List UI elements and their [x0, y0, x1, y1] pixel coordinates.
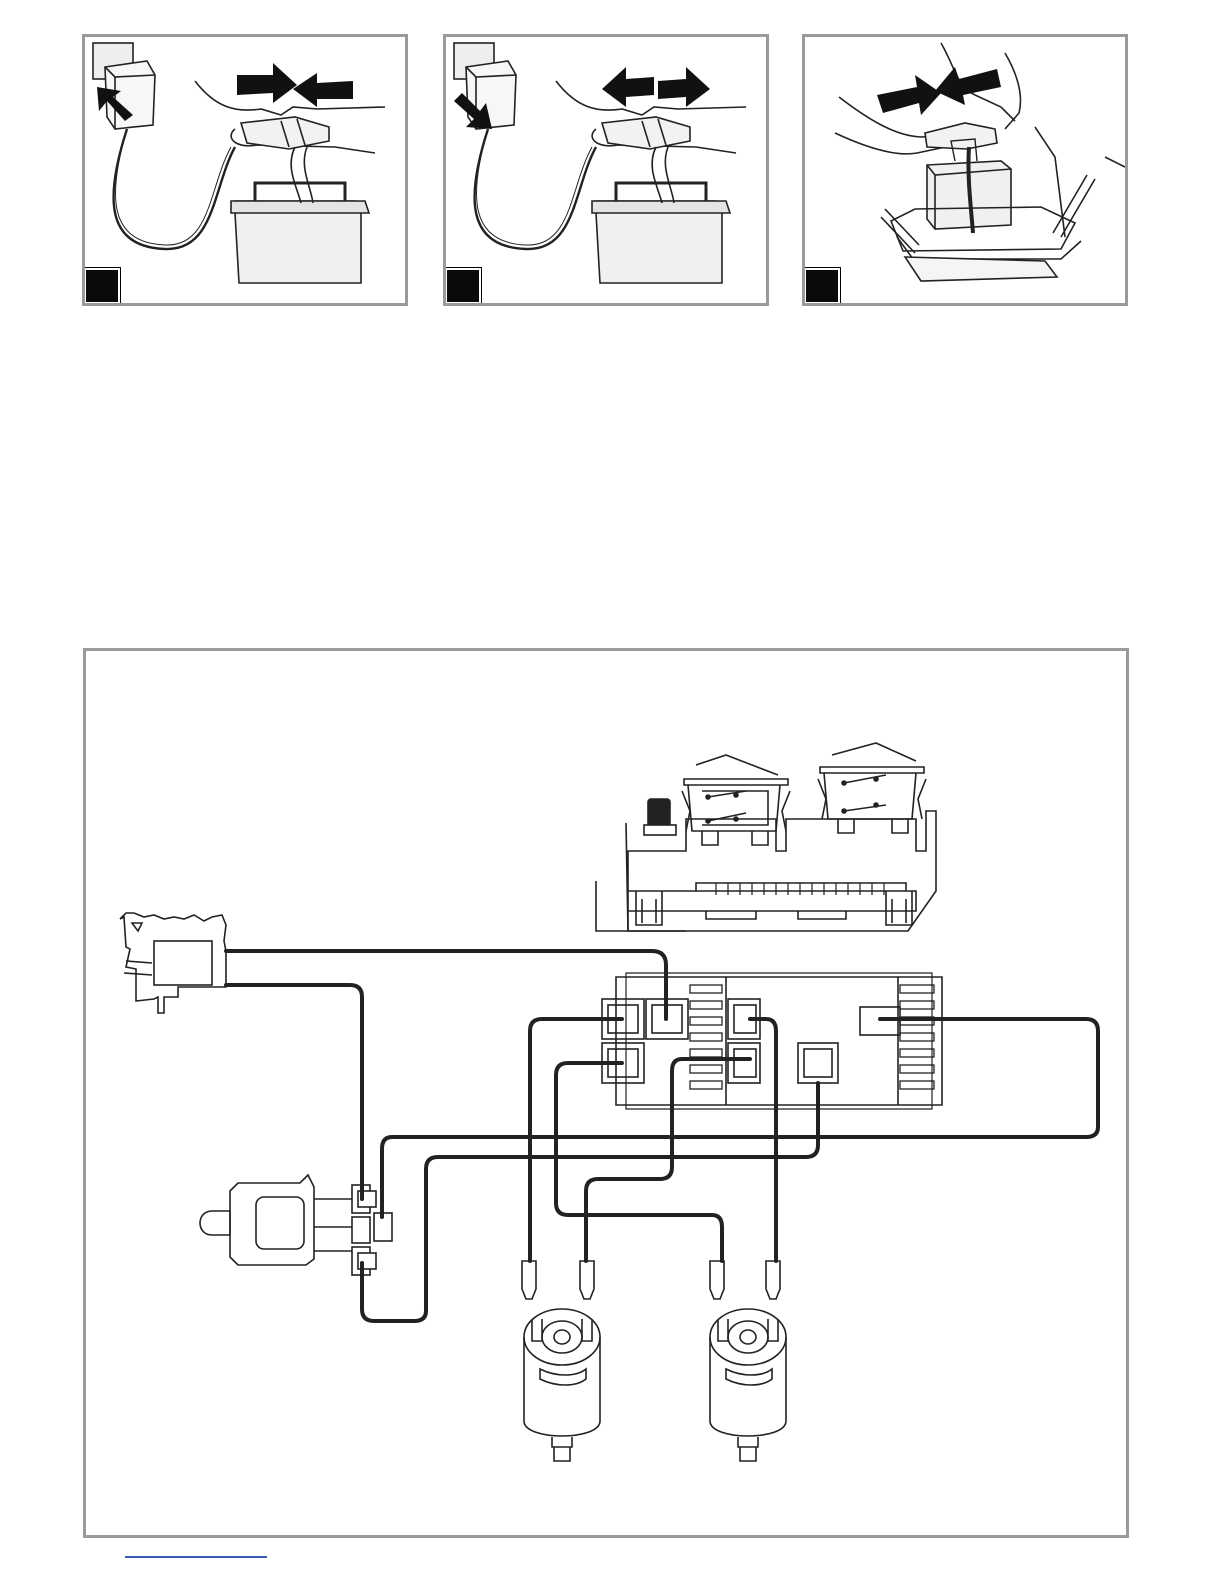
- motor-left: [524, 1309, 600, 1461]
- control-box: [602, 973, 942, 1109]
- arrow-left-icon: [602, 67, 654, 107]
- step-panel-reconnect-battery: [802, 34, 1128, 306]
- arrow-right-icon: [658, 67, 710, 107]
- pedal-switch: [120, 913, 226, 1013]
- arrow-right-icon: [237, 63, 297, 103]
- wiring-diagram: [83, 648, 1129, 1538]
- footer-rule: [125, 1556, 267, 1558]
- battery-compartment-illustration: [805, 37, 1128, 306]
- step-marker: [804, 268, 840, 304]
- step-marker: [84, 268, 120, 304]
- wires: [226, 951, 1098, 1321]
- step-marker: [445, 268, 481, 304]
- motor-plugs: [522, 1261, 780, 1299]
- charger-battery-illustration: [446, 37, 769, 306]
- motor-right: [710, 1309, 786, 1461]
- charger-battery-illustration: [85, 37, 408, 306]
- arrow-right-icon: [877, 75, 941, 115]
- arrow-left-icon: [935, 67, 1001, 105]
- arrow-left-icon: [293, 73, 353, 107]
- wiring-schematic: [86, 651, 1132, 1541]
- step-panel-connect-charger: [82, 34, 408, 306]
- rocker-switch-panel: [596, 743, 936, 931]
- step-panel-disconnect-charger: [443, 34, 769, 306]
